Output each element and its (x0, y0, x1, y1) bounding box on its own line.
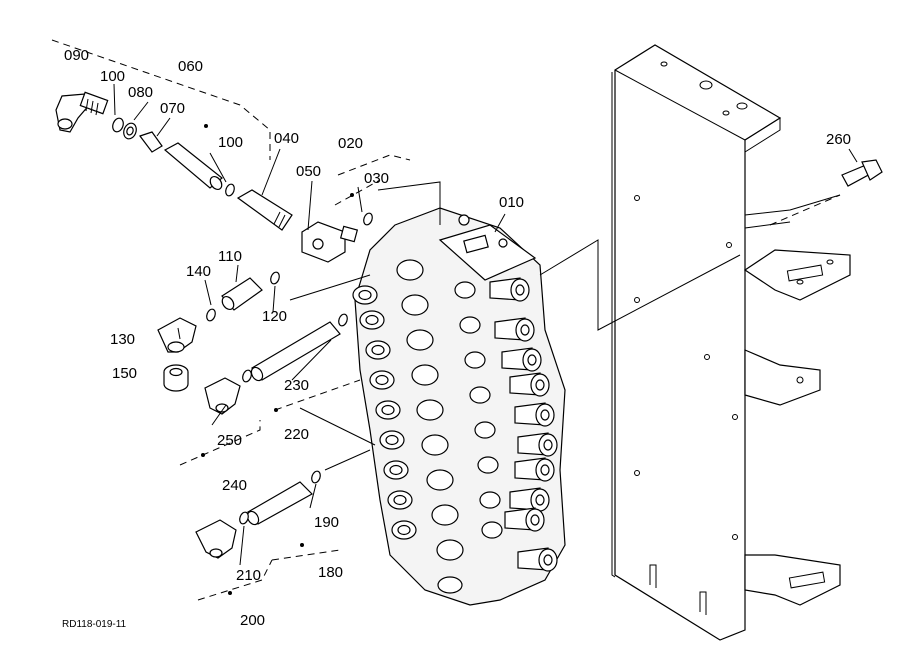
valve-port-left-hole-8 (397, 524, 411, 536)
part-labels: 090 100 080 060 070 100 040 020 050 030 … (62, 47, 851, 630)
valve-port-left-hole-2 (371, 344, 385, 356)
label-100-a: 100 (100, 68, 125, 85)
valve-port-left-hole-7 (393, 494, 407, 506)
valve-spool-end-hole-4 (540, 409, 550, 421)
oring-210 (239, 511, 249, 525)
oring-250 (242, 369, 252, 383)
valve-port-inner-6 (479, 491, 501, 509)
fitting-110 (221, 277, 263, 311)
oring-100-a (112, 117, 124, 133)
pipe-180 (246, 481, 313, 526)
label-010: 010 (499, 194, 524, 211)
valve-port-mid-2 (406, 329, 434, 351)
valve-port-mid-7 (431, 504, 459, 526)
label-150: 150 (112, 365, 137, 382)
label-200: 200 (240, 612, 265, 629)
label-110: 110 (218, 248, 242, 265)
marker-dots (201, 124, 354, 595)
valve-port-left-hole-5 (385, 434, 399, 446)
label-030: 030 (364, 170, 389, 187)
oring-190 (311, 470, 321, 484)
valve-spool-end-hole-1 (520, 324, 530, 336)
pipe-060 (163, 142, 223, 191)
valve-spool-ports (352, 259, 558, 594)
valve-spool-end-hole-5 (543, 439, 553, 451)
block-050 (301, 221, 359, 263)
valve-port-left-hole-4 (381, 404, 395, 416)
label-130: 130 (110, 331, 135, 348)
valve-spool-end-hole-8 (530, 514, 540, 526)
valve-port-inner-1 (459, 316, 481, 334)
valve-port-mid-6 (426, 469, 454, 491)
valve-bottom-fitting (437, 576, 463, 594)
label-180: 180 (318, 564, 343, 581)
label-140: 140 (186, 263, 211, 280)
valve-spool-end-hole-3 (535, 379, 545, 391)
label-250: 250 (217, 432, 242, 449)
valve-spool-end-hole-7 (535, 494, 545, 506)
label-080: 080 (128, 84, 153, 101)
label-210: 210 (236, 567, 261, 584)
valve-port-mid-5 (421, 434, 449, 456)
valve-port-mid-1 (401, 294, 429, 316)
elbow-200 (195, 519, 237, 559)
valve-spool-end-hole-2 (527, 354, 537, 366)
valve-port-inner-5 (477, 456, 499, 474)
valve-port-left-hole-0 (358, 289, 372, 301)
valve-port-inner-0 (454, 281, 476, 299)
valve-port-left-hole-3 (375, 374, 389, 386)
elbow-fitting-090 (55, 91, 109, 133)
label-050: 050 (296, 163, 321, 180)
valve-port-inner-2 (464, 351, 486, 369)
label-040: 040 (274, 130, 299, 147)
elbow-130 (157, 317, 197, 353)
valve-spool-end-hole-0 (515, 284, 525, 296)
valve-port-mid-8 (436, 539, 464, 561)
adapter-070 (139, 131, 163, 153)
label-100-b: 100 (218, 134, 243, 151)
valve-port-left-hole-1 (365, 314, 379, 326)
label-240: 240 (222, 477, 247, 494)
label-220: 220 (284, 426, 309, 443)
label-060: 060 (178, 58, 203, 75)
label-070: 070 (160, 100, 185, 117)
oring-230 (338, 313, 348, 327)
label-020: 020 (338, 135, 363, 152)
valve-port-mid-0 (396, 259, 424, 281)
valve-port-inner-7 (481, 521, 503, 539)
valve-port-mid-3 (411, 364, 439, 386)
pipe-220 (250, 321, 341, 382)
cap-150 (163, 364, 189, 392)
label-230: 230 (284, 377, 309, 394)
elbow-240 (204, 377, 241, 415)
label-120: 120 (262, 308, 287, 325)
oring-100-b (225, 183, 235, 197)
valve-spool-end-hole-9 (543, 554, 553, 566)
label-090: 090 (64, 47, 89, 64)
valve-port-left-hole-6 (389, 464, 403, 476)
label-190: 190 (314, 514, 339, 531)
mounting-bracket (611, 44, 851, 641)
valve-port-inner-4 (474, 421, 496, 439)
bolt-260 (841, 159, 883, 187)
oring-140 (206, 308, 216, 322)
leader-lines (51, 39, 858, 601)
fitting-040 (236, 189, 293, 231)
nut-080 (123, 122, 137, 140)
valve-port-mid-4 (416, 399, 444, 421)
oring-120 (270, 271, 280, 285)
label-260: 260 (826, 131, 851, 148)
valve-port-inner-3 (469, 386, 491, 404)
valve-spool-end-hole-6 (540, 464, 550, 476)
oring-030 (363, 212, 373, 226)
drawing-code: RD118-019-11 (62, 619, 127, 630)
